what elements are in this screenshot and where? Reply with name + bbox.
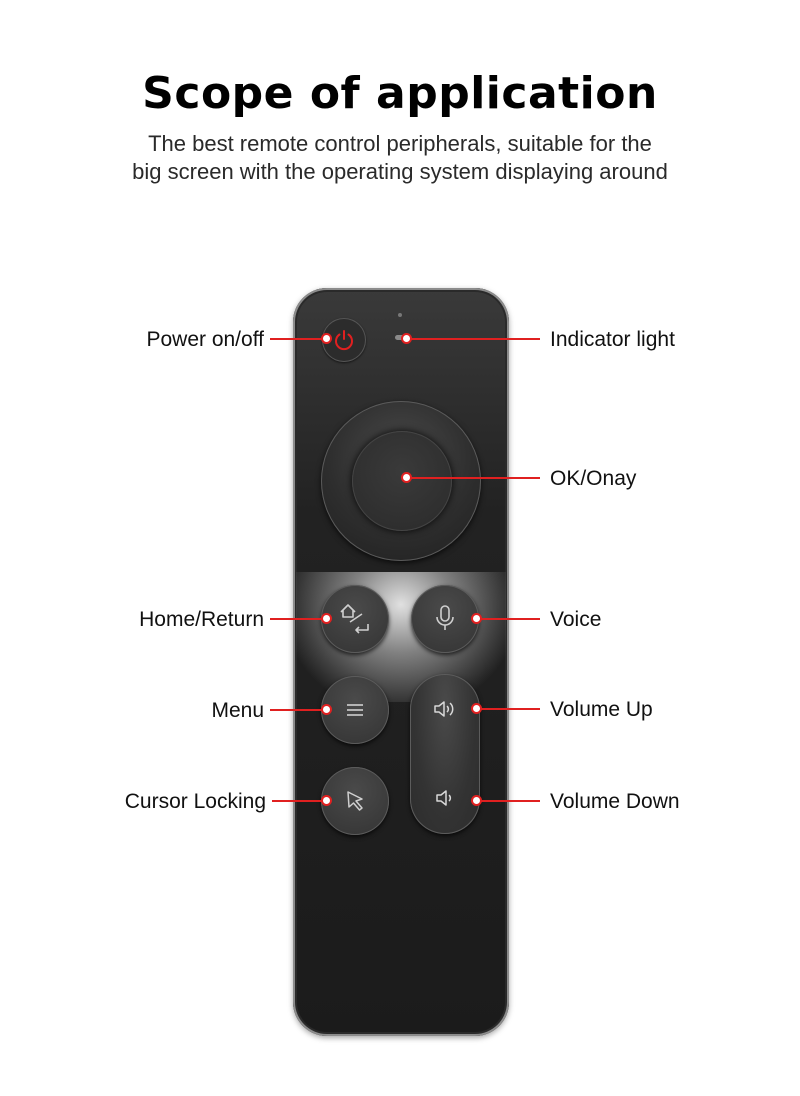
leader-menu (270, 709, 327, 711)
home-return-icon (340, 604, 369, 634)
callout-menu: Menu (211, 699, 264, 722)
marker-menu (323, 706, 330, 713)
menu-button[interactable] (321, 676, 389, 744)
volume-up-icon (434, 701, 454, 717)
microphone-hole (398, 313, 402, 317)
ok-button[interactable] (352, 431, 452, 531)
leader-volume-down (480, 800, 540, 802)
voice-button[interactable] (411, 585, 479, 653)
page-subtitle: The best remote control peripherals, sui… (0, 130, 800, 186)
subtitle-line-2: big screen with the operating system dis… (132, 159, 668, 184)
volume-up-button[interactable] (410, 674, 480, 754)
volume-rocker (410, 674, 480, 834)
callout-cursor-locking: Cursor Locking (124, 790, 266, 813)
leader-ok (410, 477, 540, 479)
indicator-light (395, 335, 409, 340)
leader-home-return (270, 618, 327, 620)
page-title: Scope of application (142, 68, 658, 119)
leader-voice (480, 618, 540, 620)
callout-power: Power on/off (146, 328, 264, 351)
marker-cursor-locking (323, 797, 330, 804)
cursor-icon (347, 791, 363, 811)
callout-volume-up: Volume Up (550, 698, 653, 721)
home-return-button[interactable] (321, 585, 389, 653)
volume-down-icon (436, 790, 452, 806)
marker-volume-down (473, 797, 480, 804)
callout-home-return: Home/Return (139, 608, 264, 631)
volume-down-button[interactable] (410, 754, 480, 834)
leader-cursor-locking (272, 800, 327, 802)
menu-icon (347, 704, 363, 716)
microphone-icon (436, 605, 454, 630)
power-icon (335, 330, 353, 351)
callout-indicator: Indicator light (550, 328, 675, 351)
leader-volume-up (480, 708, 540, 710)
marker-home-return (323, 615, 330, 622)
leader-power (270, 338, 327, 340)
marker-power (323, 335, 330, 342)
callout-ok: OK/Onay (550, 467, 637, 490)
marker-volume-up (473, 705, 480, 712)
marker-voice (473, 615, 480, 622)
leader-indicator (410, 338, 540, 340)
subtitle-line-1: The best remote control peripherals, sui… (148, 131, 652, 156)
callout-voice: Voice (550, 608, 602, 631)
callout-volume-down: Volume Down (550, 790, 680, 813)
cursor-locking-button[interactable] (321, 767, 389, 835)
marker-ok (403, 474, 410, 481)
marker-indicator (403, 335, 410, 342)
